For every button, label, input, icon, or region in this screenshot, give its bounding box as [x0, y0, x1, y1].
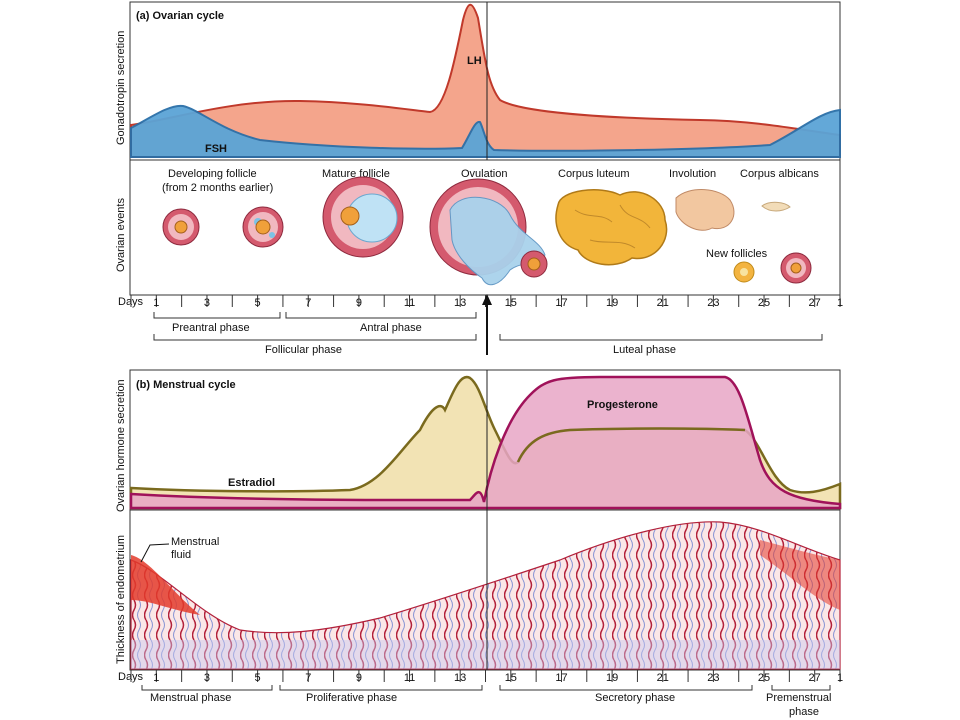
day-label: 9 — [356, 672, 362, 684]
ovulating-follicle — [429, 178, 548, 286]
developing-follicle-2 — [242, 206, 284, 248]
menstrual-bracket — [141, 685, 273, 691]
day-label: 7 — [305, 297, 311, 309]
menstrual-shedding-left — [131, 555, 200, 615]
day-label: 15 — [505, 672, 517, 684]
day-label: 1 — [837, 672, 843, 684]
panel-b-ylabel-top: Ovarian hormone secretion — [115, 379, 127, 512]
luteal-bracket — [499, 334, 823, 341]
progesterone-label: Progesterone — [587, 399, 658, 411]
proliferative-phase: Proliferative phase — [306, 692, 397, 704]
lh-curve — [130, 3, 841, 158]
day-label: 7 — [305, 672, 311, 684]
panel-a-ylabel-bottom: Ovarian events — [115, 198, 127, 272]
menstrual-fluid-pointer — [140, 543, 170, 563]
event-corpus-luteum: Corpus luteum — [558, 168, 630, 180]
day-label: 3 — [204, 297, 210, 309]
day-label: 17 — [555, 672, 567, 684]
day-label: 15 — [505, 297, 517, 309]
day-label: 13 — [454, 672, 466, 684]
event-developing: Developing follicle — [168, 168, 257, 180]
lh-label: LH — [467, 55, 482, 67]
panel-b-title: (b) Menstrual cycle — [136, 379, 236, 391]
event-new-follicles: New follicles — [706, 248, 768, 260]
corpus-luteum — [555, 189, 668, 266]
day-label: 9 — [356, 297, 362, 309]
follicular-phase: Follicular phase — [265, 344, 342, 356]
day-label: 23 — [707, 672, 719, 684]
menstrual-fluid-label-2: fluid — [171, 549, 191, 561]
day-label: 3 — [204, 672, 210, 684]
day-label: 1 — [837, 297, 843, 309]
panel-b-ylabel-bottom: Thickness of endometrium — [115, 535, 127, 664]
day-label: 27 — [809, 297, 821, 309]
secretory-bracket — [499, 685, 753, 691]
endometrium — [130, 521, 841, 670]
ovulation-arrowhead — [482, 294, 492, 305]
event-corpus-albicans: Corpus albicans — [740, 168, 819, 180]
day-label: 25 — [758, 297, 770, 309]
preantral-bracket — [153, 312, 281, 319]
panel-a-ylabel-top: Gonadotropin secretion — [115, 31, 127, 145]
developing-follicle-1 — [162, 208, 200, 246]
fsh-curve — [130, 104, 841, 158]
menstrual-fluid-label-1: Menstrual — [171, 536, 219, 548]
follicular-bracket — [153, 334, 477, 341]
fsh-label: FSH — [205, 143, 227, 155]
day-label: 13 — [454, 297, 466, 309]
day-label: 17 — [555, 297, 567, 309]
luteal-phase: Luteal phase — [613, 344, 676, 356]
day-label: 19 — [606, 672, 618, 684]
antral-phase: Antral phase — [360, 322, 422, 334]
event-ovulation: Ovulation — [461, 168, 507, 180]
day-label: 5 — [255, 672, 261, 684]
day-label: 5 — [255, 297, 261, 309]
premenstrual-bracket — [771, 685, 831, 691]
menstrual-shedding-right — [760, 540, 840, 610]
day-label: 11 — [404, 297, 415, 309]
new-follicle-1 — [733, 261, 755, 283]
estradiol-label: Estradiol — [228, 477, 275, 489]
day-label: 11 — [404, 672, 415, 684]
premenstrual-phase-2: phase — [789, 706, 819, 718]
estradiol-line-overlay — [516, 427, 746, 463]
day-label: 21 — [657, 672, 669, 684]
panel-b: (b) Menstrual cycle Progesterone Estradi… — [115, 369, 843, 718]
premenstrual-phase-1: Premenstrual — [766, 692, 831, 704]
day-label: 27 — [809, 672, 821, 684]
involution — [675, 189, 735, 231]
mature-follicle — [322, 176, 404, 258]
day-label: 25 — [758, 672, 770, 684]
day-label: 19 — [606, 297, 618, 309]
new-follicle-2 — [780, 252, 812, 284]
preantral-phase: Preantral phase — [172, 322, 250, 334]
menstrual-phase: Menstrual phase — [150, 692, 231, 704]
day-label: 1 — [153, 672, 159, 684]
event-developing-sub: (from 2 months earlier) — [162, 182, 273, 194]
day-label: 21 — [657, 297, 669, 309]
proliferative-bracket — [279, 685, 483, 691]
panel-a: (a) Ovarian cycle LH FSH Gonadotropin se… — [115, 1, 843, 356]
day-label: 1 — [153, 297, 159, 309]
antral-bracket — [285, 312, 477, 319]
corpus-albicans — [761, 201, 791, 212]
event-involution: Involution — [669, 168, 716, 180]
secretory-phase: Secretory phase — [595, 692, 675, 704]
day-label: 23 — [707, 297, 719, 309]
panel-a-title: (a) Ovarian cycle — [136, 10, 224, 22]
event-mature: Mature follicle — [322, 168, 390, 180]
progesterone-curve — [129, 375, 842, 510]
